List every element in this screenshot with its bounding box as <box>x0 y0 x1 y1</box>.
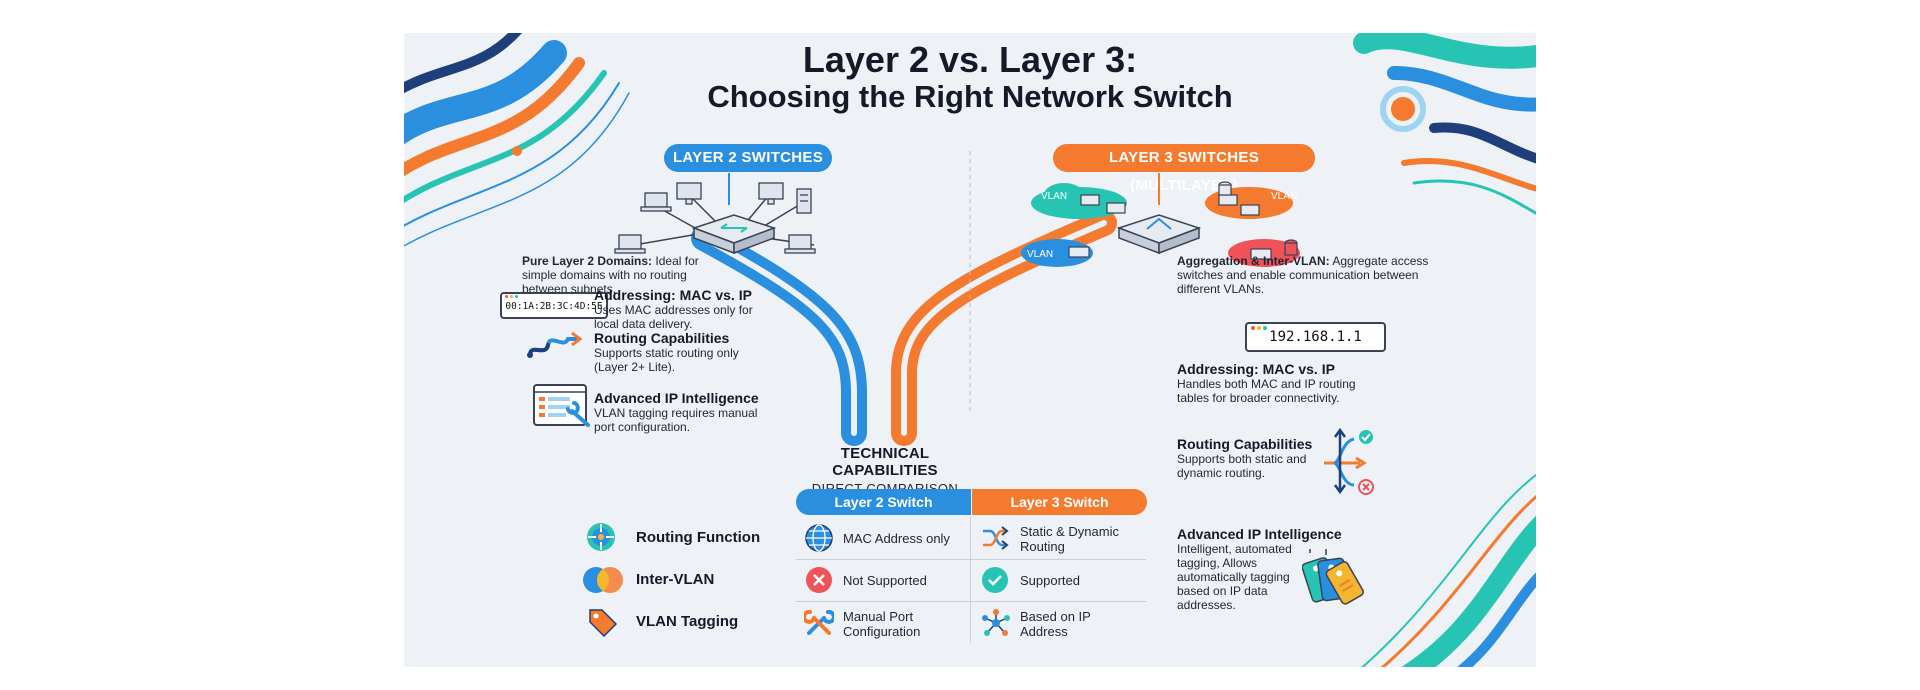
layer3-routing: Routing Capabilities Supports both stati… <box>1177 436 1322 480</box>
layer3-addressing-body: Handles both MAC and IP routing tables f… <box>1177 377 1356 405</box>
layer3-header: LAYER 3 SWITCHES (MULTILAYER) <box>1053 144 1315 194</box>
layer3-aggregation-body: Aggregate access switches and enable com… <box>1177 254 1429 296</box>
layer3-intelligence-body: Intelligent, automated tagging, Allows a… <box>1177 542 1292 612</box>
shuffle-icon <box>983 526 1009 550</box>
row-label-inter-vlan: Inter-VLAN <box>636 571 715 588</box>
decorative-swooshes <box>404 33 1536 667</box>
monitor-icon <box>676 182 784 205</box>
tag-icon <box>589 609 618 638</box>
layer2-routing-body: Supports static routing only (Layer 2+ L… <box>594 346 739 374</box>
tags-icon <box>1302 549 1364 605</box>
layer2-addressing: Addressing: MAC vs. IP Uses MAC addresse… <box>594 287 754 331</box>
laptop-icon <box>614 192 816 254</box>
vlan-label: VLAN <box>1041 191 1067 202</box>
cell-l2-routing-function: MAC Address only <box>843 531 950 546</box>
layer3-intelligence: Advanced IP Intelligence Intelligent, au… <box>1177 526 1342 612</box>
layer3-intelligence-title: Advanced IP Intelligence <box>1177 526 1342 542</box>
layer2-network-diagram <box>614 173 816 255</box>
route-icon <box>527 331 583 358</box>
row-label-routing-function: Routing Function <box>636 529 761 546</box>
row-separator <box>796 601 1146 602</box>
table-divider <box>970 517 971 643</box>
switch-icon <box>1116 214 1202 255</box>
mac-address-box: 00:1A:2B:3C:4D:5E <box>500 292 608 319</box>
wrench-icon <box>804 609 834 635</box>
crosshair-icon <box>587 523 615 551</box>
cell-l3-routing-function: Static & Dynamic Routing <box>1020 524 1119 554</box>
ip-address-value: 192.168.1.1 <box>1269 329 1362 345</box>
layer2-routing-title: Routing Capabilities <box>594 330 730 346</box>
ip-address-box: 192.168.1.1 <box>1245 322 1386 352</box>
vlan-label: VLAN <box>1271 191 1297 202</box>
server-icon <box>796 188 812 214</box>
layer2-intelligence-title: Advanced IP Intelligence <box>594 390 759 406</box>
layer2-domains-body: Ideal for simple domains with no routing… <box>522 254 699 296</box>
layer2-routing: Routing Capabilities Supports static rou… <box>594 330 764 374</box>
layer2-domains-title: Pure Layer 2 Domains: <box>522 254 653 268</box>
col-header-layer2: Layer 2 Switch <box>796 489 971 515</box>
mac-address-value: 00:1A:2B:3C:4D:5E <box>505 301 603 312</box>
layer2-header: LAYER 2 SWITCHES <box>664 144 832 172</box>
layer3-addressing: Addressing: MAC vs. IP Handles both MAC … <box>1177 361 1377 405</box>
venn-icon <box>583 567 623 593</box>
col-header-layer3: Layer 3 Switch <box>972 489 1147 515</box>
network-nodes-icon <box>982 609 1010 636</box>
branch-arrows-icon <box>1324 427 1374 495</box>
infographic-canvas: Layer 2 vs. Layer 3: Choosing the Right … <box>404 33 1536 667</box>
title-line-1: Layer 2 vs. Layer 3: <box>802 39 1138 80</box>
check-circle-icon <box>982 567 1008 593</box>
settings-panel-icon <box>533 384 590 427</box>
layer2-addressing-title: Addressing: MAC vs. IP <box>594 287 752 303</box>
cell-l2-inter-vlan: Not Supported <box>843 573 927 588</box>
layer3-aggregation-title: Aggregation & Inter-VLAN: <box>1177 254 1330 268</box>
cloud-icon <box>1021 183 1300 267</box>
layer2-intelligence-body: VLAN tagging requires manual port config… <box>594 406 758 434</box>
vlan-label: VLAN <box>1027 249 1053 260</box>
row-separator <box>796 559 1146 560</box>
layer2-intelligence: Advanced IP Intelligence VLAN tagging re… <box>594 390 764 434</box>
layer2-domains-text: Pure Layer 2 Domains: Ideal for simple d… <box>522 254 712 296</box>
layer3-routing-body: Supports both static and dynamic routing… <box>1177 452 1307 480</box>
comparison-title: TECHNICAL CAPABILITIES <box>832 445 938 479</box>
x-circle-icon <box>806 567 832 593</box>
layer3-addressing-title: Addressing: MAC vs. IP <box>1177 361 1335 377</box>
layer3-network-diagram: VLAN VLAN VLAN <box>1021 173 1300 267</box>
globe-icon <box>805 524 833 552</box>
title-line-2: Choosing the Right Network Switch <box>707 79 1233 114</box>
layer2-addressing-body: Uses MAC addresses only for local data d… <box>594 303 753 331</box>
switch-icon <box>691 214 777 255</box>
row-label-vlan-tagging: VLAN Tagging <box>636 613 739 630</box>
cell-l3-vlan-tagging: Based on IP Address <box>1020 609 1091 639</box>
cell-l3-inter-vlan: Supported <box>1020 573 1080 588</box>
layer3-routing-title: Routing Capabilities <box>1177 436 1313 452</box>
layer3-aggregation-text: Aggregation & Inter-VLAN: Aggregate acce… <box>1177 254 1437 296</box>
cell-l2-vlan-tagging: Manual Port Configuration <box>843 609 921 639</box>
